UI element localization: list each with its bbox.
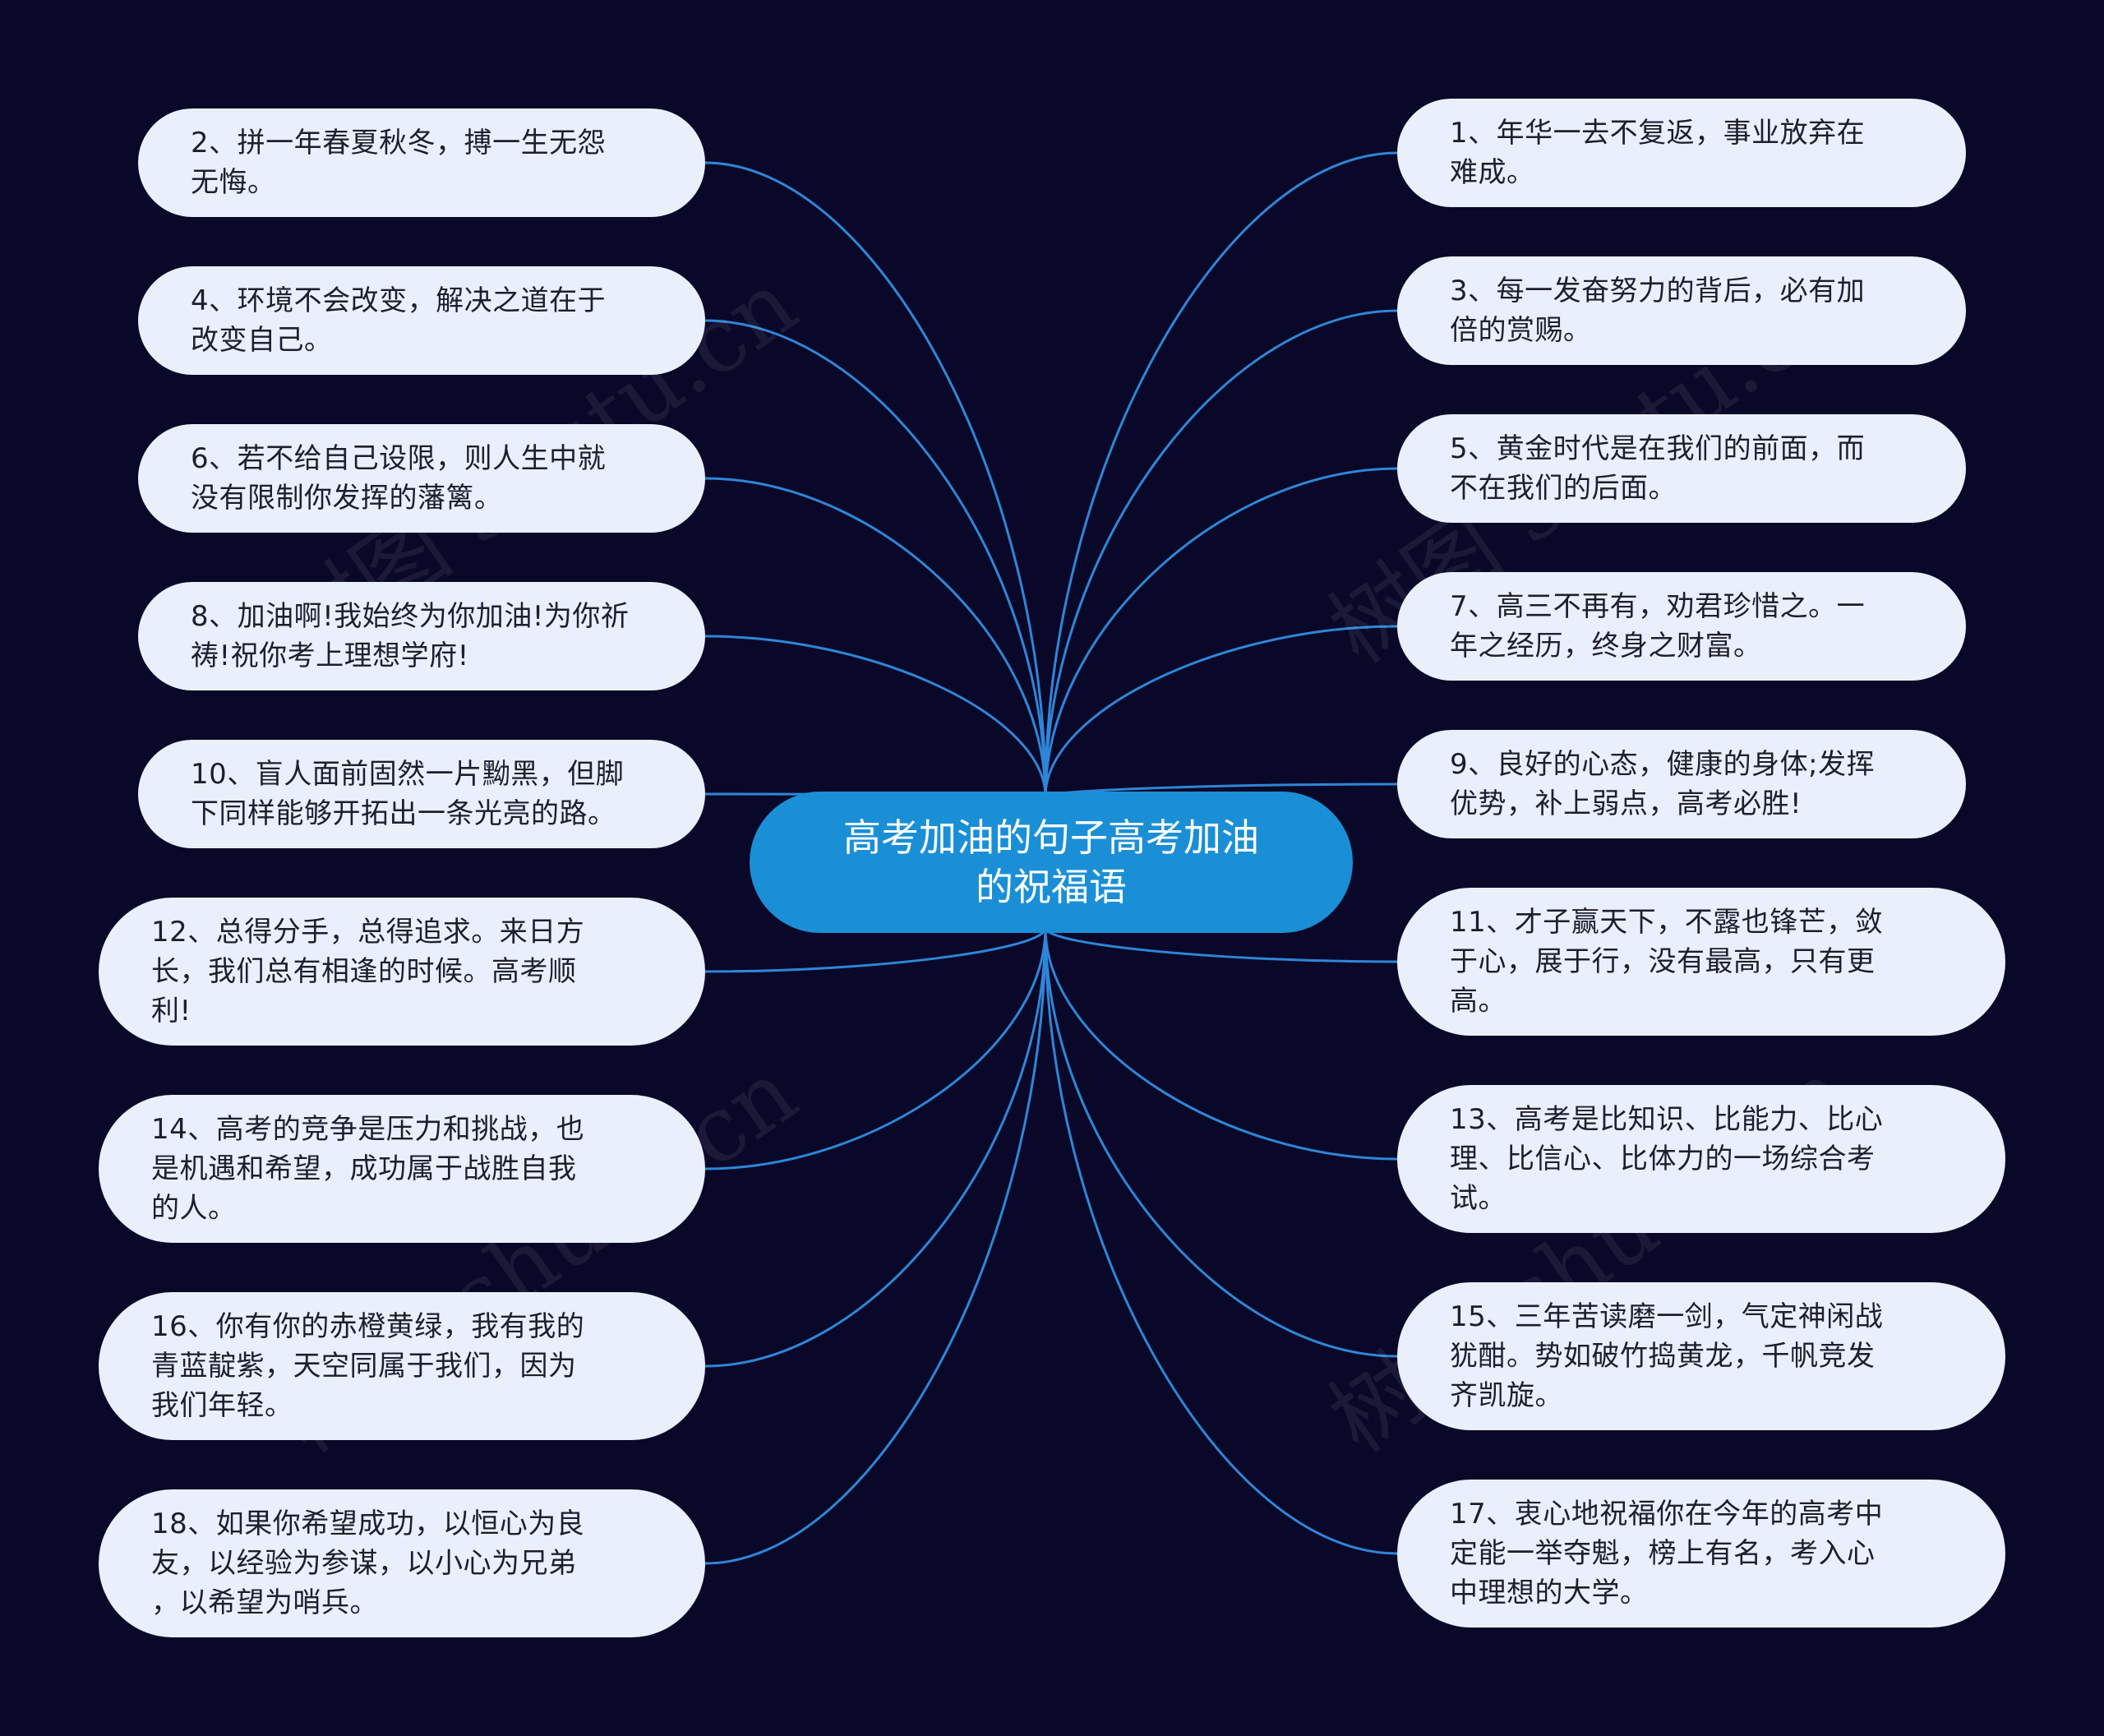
right-node-3[interactable]: 7、高三不再有，劝君珍惜之。一 年之经历，终身之财富。 <box>1397 572 1966 681</box>
edge-right-6 <box>1044 927 1398 1161</box>
edge-left-5 <box>704 927 1047 973</box>
right-node-8[interactable]: 17、衷心地祝福你在今年的高考中 定能一举夺魁，榜上有名，考入心 中理想的大学。 <box>1397 1480 2005 1628</box>
central-topic[interactable]: 高考加油的句子高考加油 的祝福语 <box>750 792 1353 933</box>
left-node-3[interactable]: 8、加油啊!我始终为你加油!为你祈 祷!祝你考上理想学府! <box>138 582 705 690</box>
edge-left-0 <box>704 161 1047 797</box>
left-node-1[interactable]: 4、环境不会改变，解决之道在于 改变自己。 <box>138 266 705 375</box>
edge-left-6 <box>704 927 1047 1170</box>
left-node-7[interactable]: 16、你有你的赤橙黄绿，我有我的 青蓝靛紫，天空同属于我们，因为 我们年轻。 <box>99 1292 705 1440</box>
edge-right-8 <box>1044 927 1398 1555</box>
right-node-2[interactable]: 5、黄金时代是在我们的前面，而 不在我们的后面。 <box>1397 414 1966 523</box>
left-node-8[interactable]: 18、如果你希望成功，以恒心为良 友，以经验为参谋，以小心为兄弟 ，以希望为哨兵… <box>99 1489 705 1637</box>
left-node-5[interactable]: 12、总得分手，总得追求。来日方 长，我们总有相逢的时候。高考顺 利! <box>99 898 705 1046</box>
right-node-1[interactable]: 3、每一发奋努力的背后，必有加 倍的赏赐。 <box>1397 256 1966 365</box>
edge-left-8 <box>704 927 1047 1565</box>
edge-right-3 <box>1044 625 1398 797</box>
edge-right-0 <box>1044 151 1398 797</box>
edge-left-3 <box>704 635 1047 797</box>
edge-right-1 <box>1044 309 1398 797</box>
right-node-5[interactable]: 11、才子赢天下，不露也锋芒，敛 于心，展于行，没有最高，只有更 高。 <box>1397 888 2005 1036</box>
left-node-0[interactable]: 2、拼一年春夏秋冬，搏一生无怨 无悔。 <box>138 108 705 217</box>
edge-right-2 <box>1044 467 1398 797</box>
left-node-6[interactable]: 14、高考的竞争是压力和挑战，也 是机遇和希望，成功属于战胜自我 的人。 <box>99 1095 705 1243</box>
edge-left-7 <box>704 927 1047 1368</box>
right-node-0[interactable]: 1、年华一去不复返，事业放弃在 难成。 <box>1397 99 1966 207</box>
edge-left-2 <box>704 477 1047 797</box>
edge-left-1 <box>704 319 1047 797</box>
right-node-4[interactable]: 9、良好的心态，健康的身体;发挥 优势，补上弱点，高考必胜! <box>1397 730 1966 838</box>
right-node-6[interactable]: 13、高考是比知识、比能力、比心 理、比信心、比体力的一场综合考 试。 <box>1397 1085 2005 1233</box>
left-node-4[interactable]: 10、盲人面前固然一片黝黑，但脚 下同样能够开拓出一条光亮的路。 <box>138 740 705 848</box>
edge-right-7 <box>1044 927 1398 1358</box>
left-node-2[interactable]: 6、若不给自己设限，则人生中就 没有限制你发挥的藩篱。 <box>138 424 705 533</box>
edge-right-5 <box>1044 927 1398 963</box>
right-node-7[interactable]: 15、三年苦读磨一剑，气定神闲战 犹酣。势如破竹捣黄龙，千帆竞发 齐凯旋。 <box>1397 1282 2005 1430</box>
